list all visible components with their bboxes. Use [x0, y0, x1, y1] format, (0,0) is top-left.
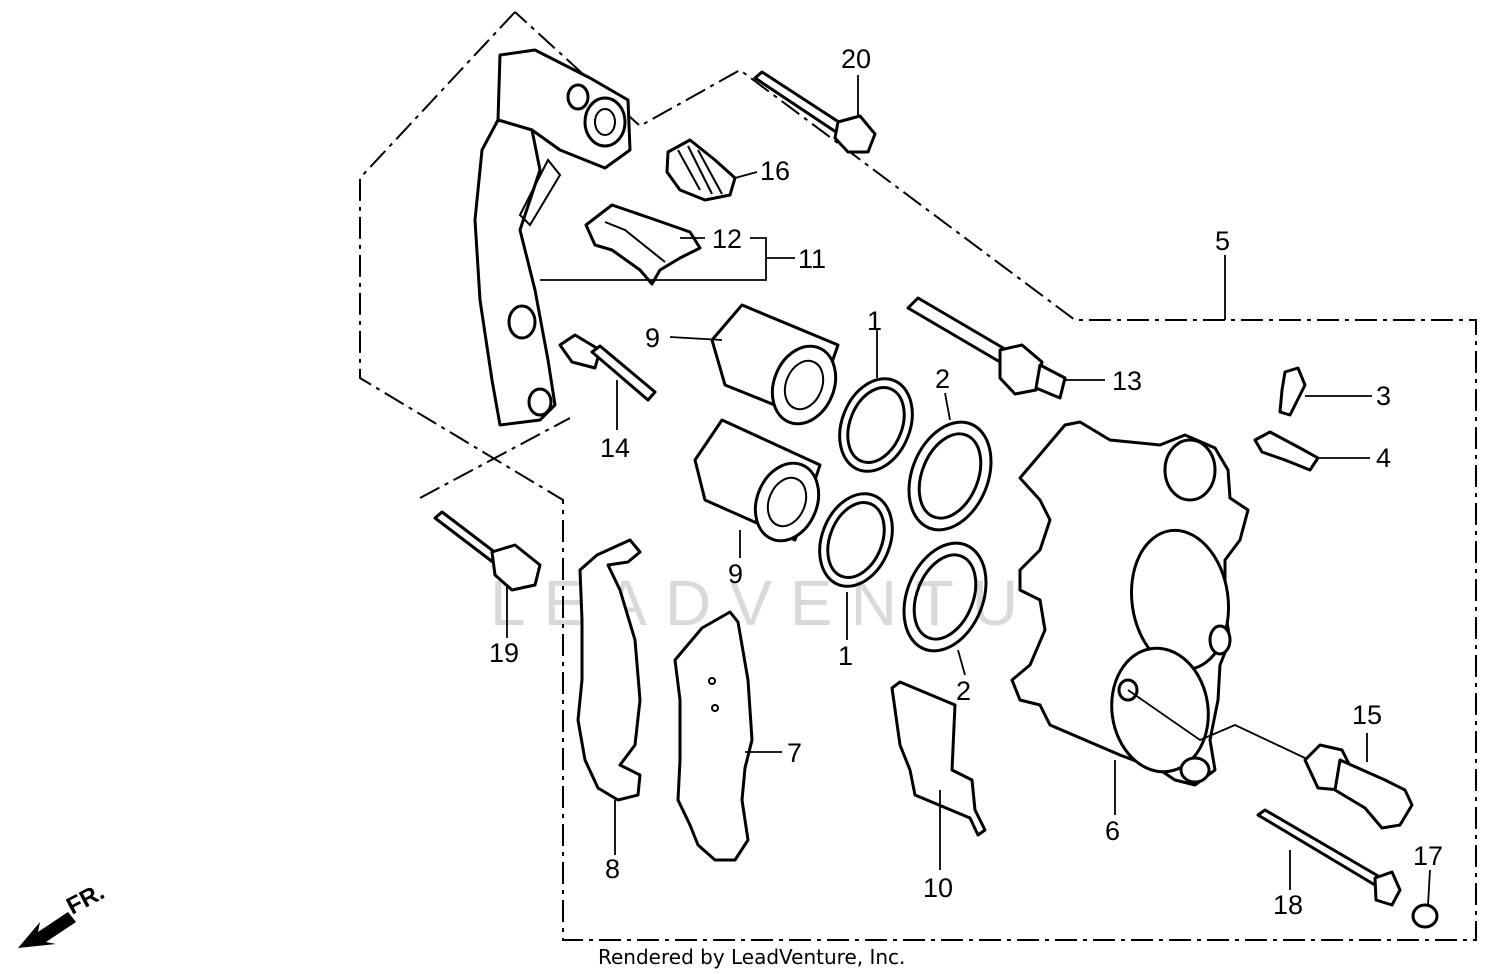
- piston-upper: [710, 303, 840, 426]
- footer-credit: Rendered by LeadVenture, Inc.: [598, 945, 905, 969]
- piston-lower: [693, 418, 822, 543]
- bleeder-cap: [1253, 430, 1320, 472]
- callout-8: 8: [605, 854, 620, 884]
- callout-13: 13: [1112, 366, 1142, 396]
- pad-spring: [584, 203, 702, 286]
- callout-2-upper: 2: [935, 364, 950, 394]
- pin-bolt-15: [1303, 743, 1414, 830]
- front-arrow-icon: [18, 912, 76, 948]
- callout-18: 18: [1273, 890, 1303, 920]
- callout-labels: 1 1 2 2 3 4 5 6 7 8 9 9 10 11 12 13 14 1…: [489, 44, 1443, 920]
- bolt-20: [753, 70, 877, 154]
- callout-20: 20: [841, 44, 871, 74]
- callout-9-lower: 9: [728, 559, 743, 589]
- bolt-19: [433, 510, 542, 592]
- caliper-body: [1010, 420, 1250, 787]
- pad-retainer: [890, 680, 987, 837]
- sub-assembly-outline: [419, 417, 571, 499]
- callout-16: 16: [760, 156, 790, 186]
- clip-17: [1411, 903, 1439, 929]
- brake-pad-outer: [673, 610, 754, 862]
- callout-15: 15: [1352, 700, 1382, 730]
- callout-9-upper: 9: [645, 323, 660, 353]
- pin-boot: [665, 138, 737, 202]
- callout-19: 19: [489, 638, 519, 668]
- bleeder-valve: [1278, 366, 1307, 417]
- callout-3: 3: [1376, 381, 1391, 411]
- callout-4: 4: [1376, 443, 1391, 473]
- leader-lines: [506, 75, 1431, 906]
- assembly-outline: [359, 11, 1477, 941]
- caliper-bracket: [473, 48, 632, 427]
- piston-seal-lower: [818, 492, 894, 588]
- pin-14: [558, 333, 657, 402]
- pin-18: [1256, 808, 1402, 907]
- callout-12: 12: [712, 224, 742, 254]
- dust-seal-upper: [907, 420, 993, 532]
- callout-6: 6: [1105, 816, 1120, 846]
- callout-14: 14: [600, 433, 630, 463]
- slide-pin-13: [906, 296, 1067, 400]
- callout-7: 7: [787, 738, 802, 768]
- callout-1-lower: 1: [838, 641, 853, 671]
- callout-1-upper: 1: [867, 306, 882, 336]
- callout-2-lower: 2: [956, 676, 971, 706]
- brake-pad-inner: [576, 538, 642, 802]
- piston-seal-upper: [838, 377, 914, 473]
- dust-seal-lower: [902, 541, 988, 653]
- callout-11: 11: [798, 244, 826, 274]
- callout-17: 17: [1413, 841, 1443, 871]
- callout-10: 10: [923, 873, 953, 903]
- callout-5: 5: [1215, 226, 1230, 256]
